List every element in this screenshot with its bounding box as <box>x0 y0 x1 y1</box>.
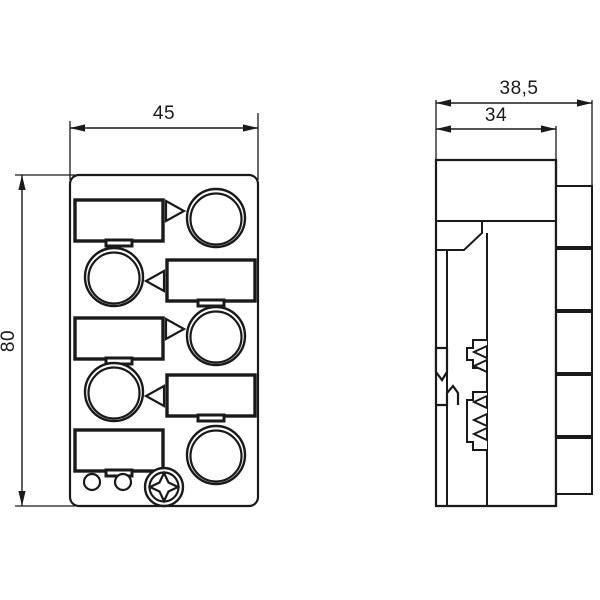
port-2-direction-marker-icon <box>143 269 166 293</box>
side-mounting-notch <box>436 384 460 407</box>
arrowhead-left <box>70 124 85 132</box>
led-indicator-right <box>113 472 133 492</box>
port-2-label-plate[interactable] <box>165 258 257 303</box>
port-1-label-plate[interactable] <box>73 198 165 243</box>
snap-clip-lower-barb-1-icon <box>471 394 488 410</box>
front-view: 45 80 <box>0 103 260 508</box>
dimension-value-side-body-depth: 34 <box>485 105 507 126</box>
port-5-connector-inner-ring[interactable] <box>189 429 243 483</box>
dimension-value-front-height: 80 <box>0 330 19 352</box>
rail-tabs-group <box>556 185 593 495</box>
port-1-direction-marker-icon <box>164 199 187 223</box>
dimension-side-body-depth: 34 <box>436 105 557 166</box>
snap-clip-lower-barb-3-icon <box>471 426 488 442</box>
port-4-direction-marker-icon <box>143 384 166 408</box>
snap-clip-upper <box>466 339 488 374</box>
dimension-front-height: 80 <box>0 174 75 507</box>
dimension-side-overall-depth: 38,5 <box>435 78 593 190</box>
port-5-label-plate[interactable] <box>73 428 165 473</box>
led-indicator-left <box>82 472 102 492</box>
port-3-connector-inner-ring[interactable] <box>189 310 243 364</box>
snap-clip-upper-barb-2-icon <box>471 358 488 374</box>
port-1[interactable] <box>73 187 247 249</box>
arrowhead-right <box>243 124 258 132</box>
port-3[interactable] <box>73 305 247 367</box>
side-latch-hook <box>434 346 449 382</box>
rail-tab-2 <box>556 248 593 311</box>
port-4-label-plate[interactable] <box>165 373 257 418</box>
port-3-label-plate[interactable] <box>73 316 165 361</box>
arrowhead-left <box>436 99 451 107</box>
rail-tab-4 <box>556 374 593 437</box>
port-1-plate-tab <box>104 238 134 248</box>
snap-clip-lower <box>466 391 488 451</box>
port-4[interactable] <box>83 361 257 423</box>
snap-clip-lower-barb-2-icon <box>471 412 488 428</box>
arrowhead-right <box>577 99 592 107</box>
dimension-value-front-width: 45 <box>153 103 175 124</box>
cross-slot-icon <box>147 470 181 504</box>
port-5[interactable] <box>73 424 247 486</box>
rail-tab-1 <box>556 185 593 248</box>
arrowhead-bottom <box>18 491 26 506</box>
snap-clip-upper-barb-1-icon <box>471 344 488 360</box>
port-4-connector-inner-ring[interactable] <box>87 366 141 420</box>
side-body-outline <box>434 158 558 508</box>
port-2-plate-tab <box>196 298 226 308</box>
dimension-front-width: 45 <box>69 103 259 180</box>
port-1-connector-inner-ring[interactable] <box>189 192 243 246</box>
port-4-plate-tab <box>196 413 226 423</box>
ground-screw[interactable] <box>143 466 185 508</box>
rail-tab-5 <box>556 437 593 495</box>
arrowhead-right <box>541 125 556 133</box>
rail-tab-3 <box>556 311 593 374</box>
port-3-direction-marker-icon <box>164 317 187 341</box>
port-2-connector-inner-ring[interactable] <box>87 251 141 305</box>
arrowhead-top <box>18 175 26 190</box>
dimension-value-side-overall-depth: 38,5 <box>500 78 539 99</box>
side-view: 38,5 34 <box>434 78 593 508</box>
port-2[interactable] <box>83 246 257 308</box>
arrowhead-left <box>436 125 451 133</box>
